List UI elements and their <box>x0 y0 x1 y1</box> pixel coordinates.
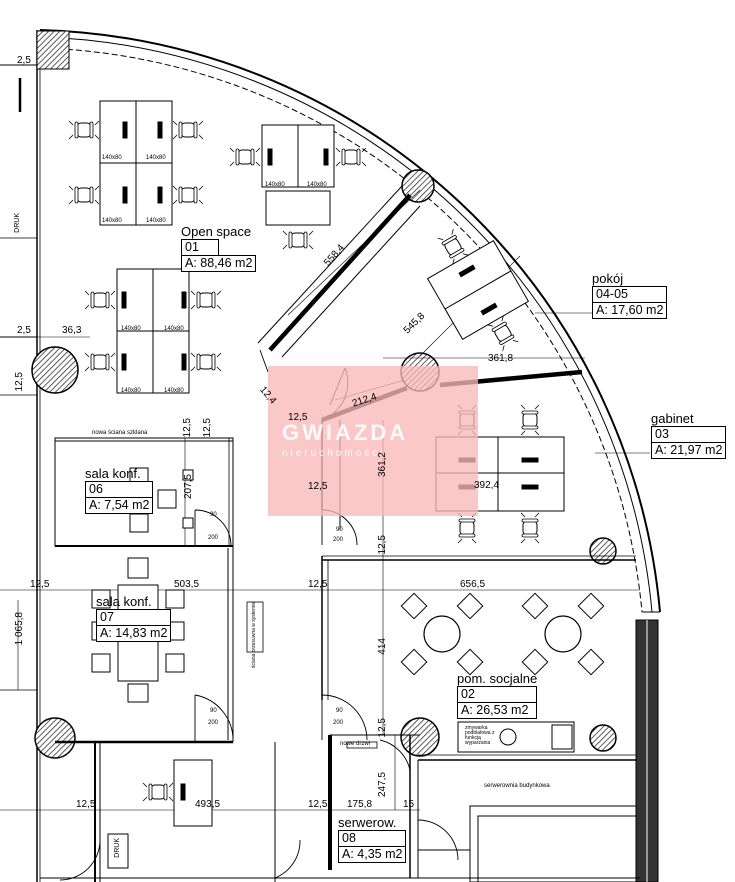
room-number: 01 <box>181 239 219 255</box>
desk-size: 140x80 <box>265 182 285 188</box>
server-room-note: serwerownia budynkowa <box>484 783 550 789</box>
room-number: 04-05 <box>592 286 668 302</box>
room-label-gabinet: gabinet 03 A: 21,97 m2 <box>651 411 727 459</box>
dim-label: 361,8 <box>488 353 514 364</box>
watermark-box <box>268 366 478 516</box>
door-width: 90 <box>210 512 217 518</box>
dim-label: 1 065,8 <box>14 612 25 646</box>
desk-cluster-pokoj <box>426 228 530 352</box>
dim-label: 12,5 <box>30 579 50 590</box>
room-area: A: 7,54 m2 <box>85 497 154 514</box>
desk-size: 140x80 <box>164 388 184 394</box>
dim-label: 15 <box>403 799 415 810</box>
room-name: Open space <box>181 224 252 239</box>
desk-size: 140x80 <box>121 326 141 332</box>
dim-label: 12,5 <box>182 418 193 438</box>
dim-label: 12,5 <box>308 481 328 492</box>
desk-cluster-1 <box>68 100 204 226</box>
room-name: pom. socjalne <box>457 671 538 686</box>
dim-label: 207,5 <box>183 474 194 500</box>
dim-label: 12,5 <box>288 412 308 423</box>
room-area: A: 4,35 m2 <box>338 846 407 863</box>
dim-label: 12,5 <box>377 535 388 555</box>
dim-label: 414 <box>377 638 388 655</box>
room-name: gabinet <box>651 411 694 426</box>
watermark-subtitle: nieruchomości <box>282 448 386 459</box>
printer-label: DRUK <box>14 213 21 233</box>
room-area: A: 14,83 m2 <box>96 625 172 642</box>
room-label-open-space: Open space 01 A: 88,46 m2 <box>181 224 257 272</box>
dim-label: 175,8 <box>347 799 373 810</box>
dim-label: 493,5 <box>195 799 221 810</box>
room-area: A: 17,60 m2 <box>592 302 668 319</box>
desk-size: 140x80 <box>102 218 122 224</box>
room-number: 07 <box>96 609 172 625</box>
sink-note: zmywarka podblatowa z funkcją wyparzania <box>465 725 495 746</box>
room-number: 03 <box>651 426 727 442</box>
glass-wall-note: nowa ściana szklana <box>92 430 148 436</box>
desk-cluster-3 <box>84 268 222 394</box>
social-tables <box>400 592 605 753</box>
room-name: sala konf. <box>85 466 141 481</box>
dim-label: 503,5 <box>174 579 200 590</box>
dim-label: 392,4 <box>474 480 500 491</box>
desk-size: 140x80 <box>164 326 184 332</box>
conference-table-06 <box>99 467 194 533</box>
dim-label: 12,5 <box>76 799 96 810</box>
dim-label: 12,5 <box>202 418 213 438</box>
room-name: sala konf. <box>96 594 152 609</box>
room-number: 02 <box>457 686 538 702</box>
watermark-title: GWIAZDA <box>282 420 409 445</box>
room-name: pokój <box>592 271 624 286</box>
doors <box>59 349 459 881</box>
room-area: A: 21,97 m2 <box>651 442 727 459</box>
desk-size: 140x80 <box>307 182 327 188</box>
desk-size: 140x80 <box>146 218 166 224</box>
dim-label: 36,3 <box>62 325 82 336</box>
dim-label: 12,5 <box>14 372 25 392</box>
door-width: 90 <box>336 708 343 714</box>
dim-label: 656,5 <box>460 579 486 590</box>
room-number: 08 <box>338 830 407 846</box>
room-area: A: 26,53 m2 <box>457 702 538 719</box>
folding-wall-note: ściana przesuwna w systemie <box>251 602 257 669</box>
dim-label: 12,5 <box>377 718 388 738</box>
room-label-serwerownia: serwerow. 08 A: 4,35 m2 <box>338 815 407 863</box>
server-panel <box>246 601 378 749</box>
dim-label: 361,2 <box>377 452 388 478</box>
room-label-sala-07: sala konf. 07 A: 14,83 m2 <box>96 594 172 642</box>
door-width: 90 <box>336 527 343 533</box>
room-name: serwerow. <box>338 815 397 830</box>
dim-label: 2,5 <box>17 325 31 336</box>
desk-size: 140x80 <box>102 155 122 161</box>
room-label-pokoj: pokój 04-05 A: 17,60 m2 <box>592 271 668 319</box>
lower-desk <box>107 759 213 869</box>
desk-size: 140x80 <box>146 155 166 161</box>
dim-label: 12,5 <box>308 799 328 810</box>
door-height: 200 <box>333 720 344 726</box>
dim-label: 2,5 <box>17 55 31 66</box>
room-label-socjalne: pom. socjalne 02 A: 26,53 m2 <box>457 671 538 719</box>
door-height: 200 <box>208 720 219 726</box>
room-area: A: 88,46 m2 <box>181 255 257 272</box>
door-height: 200 <box>333 537 344 543</box>
dim-label: 247,5 <box>377 772 388 798</box>
printer-label: DRUK <box>114 838 121 858</box>
door-width: 90 <box>210 708 217 714</box>
desk-size: 140x80 <box>121 388 141 394</box>
dim-label: 12,5 <box>308 579 328 590</box>
room-number: 06 <box>85 481 154 497</box>
outer-walls <box>0 29 661 882</box>
room-label-sala-06: sala konf. 06 A: 7,54 m2 <box>85 466 154 514</box>
new-door-note: nowe drzwi <box>340 741 371 747</box>
door-height: 200 <box>208 535 219 541</box>
desk-cluster-2 <box>229 124 367 250</box>
